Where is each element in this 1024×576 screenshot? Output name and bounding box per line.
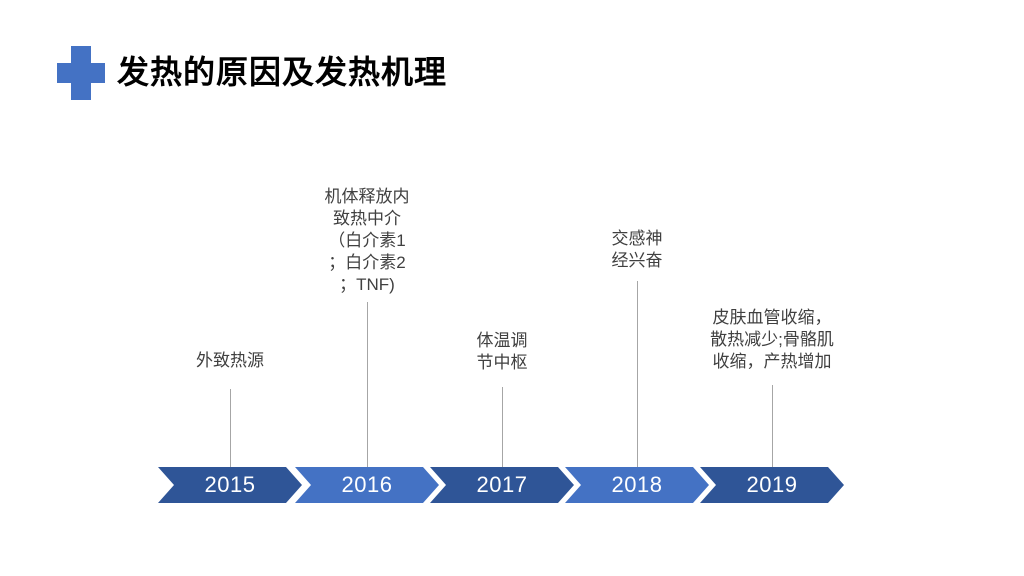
plus-icon-horizontal-bar xyxy=(57,63,105,83)
milestone-label-2015: 外致热源 xyxy=(196,351,264,370)
timeline-chevron: 2016 xyxy=(295,467,439,503)
connector-line-2017 xyxy=(502,387,503,467)
year-label: 2019 xyxy=(746,472,798,497)
year-label: 2015 xyxy=(204,472,256,497)
plus-icon xyxy=(57,46,105,100)
connector-line-2016 xyxy=(367,302,368,467)
timeline-chevron: 2019 xyxy=(700,467,844,503)
connector-line-2015 xyxy=(230,389,231,467)
title-row: 发热的原因及发热机理 xyxy=(57,44,447,102)
slide-title: 发热的原因及发热机理 xyxy=(117,54,448,91)
milestone-label-2017: 体温调 节中枢 xyxy=(476,331,528,372)
milestone-label-2018: 交感神 经兴奋 xyxy=(611,229,663,270)
milestone-label-2019: 皮肤血管收缩， 散热减少;骨骼肌 收缩，产热增加 xyxy=(710,308,834,371)
timeline-chevron: 2015 xyxy=(158,467,302,503)
timeline-chevron: 2017 xyxy=(430,467,574,503)
timeline-chevron: 2018 xyxy=(565,467,709,503)
milestone-label-2016: 机体释放内 致热中介 （白介素1 ；白介素2 ；TNF) xyxy=(324,187,410,294)
year-label: 2016 xyxy=(341,472,393,497)
year-label: 2018 xyxy=(611,472,663,497)
connector-line-2018 xyxy=(637,281,638,467)
year-label: 2017 xyxy=(476,472,528,497)
connector-line-2019 xyxy=(772,385,773,467)
